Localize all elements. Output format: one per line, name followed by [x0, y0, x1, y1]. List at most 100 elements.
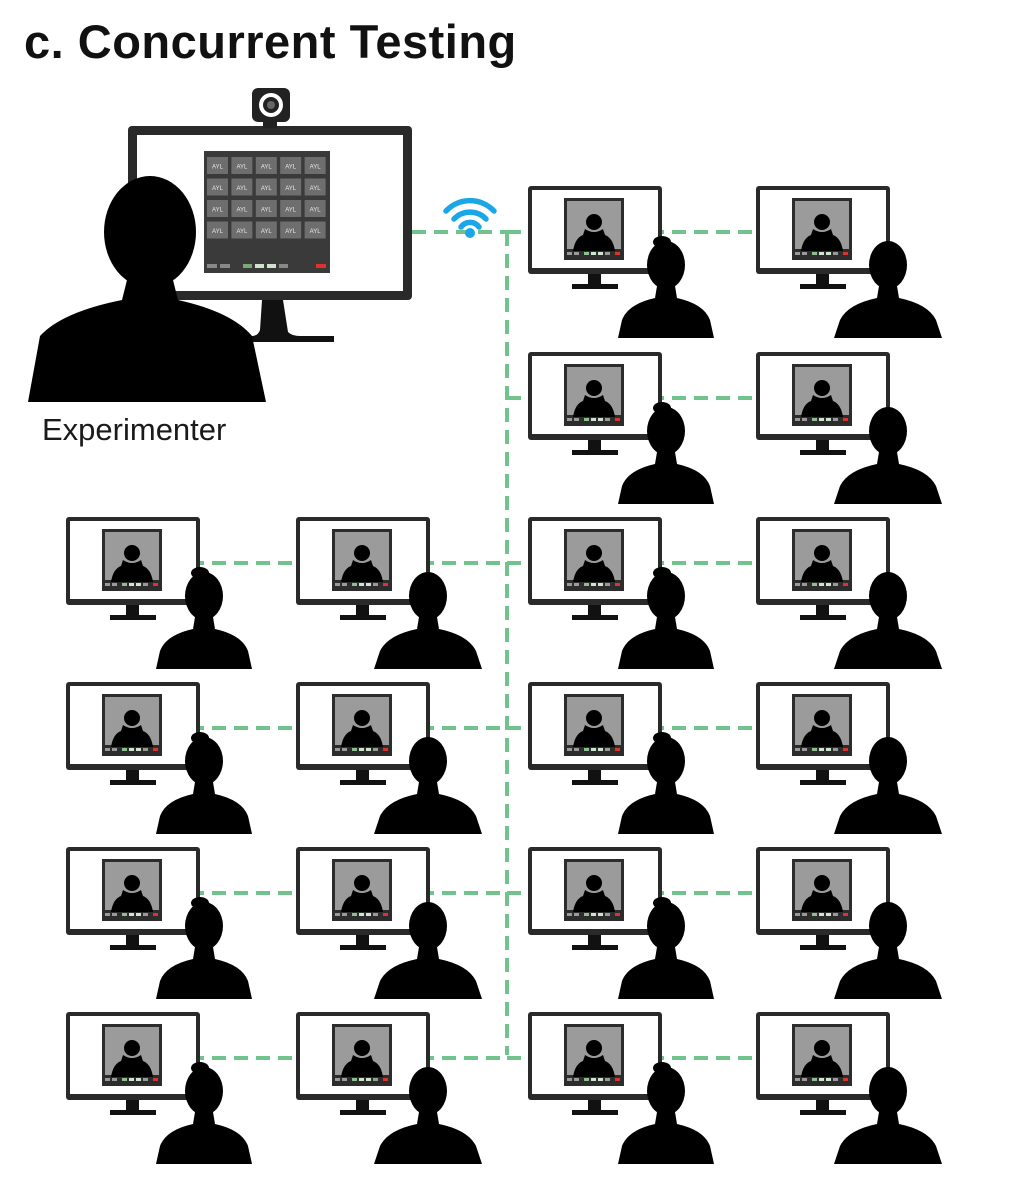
participant-station: [66, 847, 252, 999]
experimenter-grid-screen: AYL AYL AYL AYL AYL AYL AYL AYL AYL AYL AYL AYL AYL A…: [204, 151, 330, 273]
grid-cell-label: AYL: [261, 186, 273, 192]
grid-cell-label: AYL: [212, 208, 224, 214]
record-indicator: [615, 748, 620, 751]
participant-station: [66, 1012, 252, 1164]
grid-cell: [231, 200, 253, 217]
grid-cell: [304, 200, 326, 217]
grid-cell-label: AYL: [236, 229, 248, 235]
record-indicator: [153, 913, 158, 916]
record-indicator: [383, 1078, 388, 1081]
record-indicator: [153, 748, 158, 751]
grid-cell: [255, 178, 277, 196]
monitor-stand: [126, 603, 139, 617]
participant-station: [756, 517, 942, 669]
record-indicator: [843, 748, 848, 751]
grid-cell-label: AYL: [285, 165, 297, 171]
grid-cell: [280, 178, 302, 196]
monitor-base: [110, 1110, 156, 1115]
record-indicator: [153, 583, 158, 586]
record-indicator: [615, 913, 620, 916]
monitor-stand: [816, 1098, 829, 1112]
grid-cell-label: AYL: [261, 165, 273, 171]
participant-station: [296, 517, 482, 669]
monitor-base: [572, 284, 618, 289]
monitor-base: [572, 450, 618, 455]
monitor-stand: [588, 1098, 601, 1112]
experimenter-monitor-stand: [230, 300, 334, 342]
record-indicator: [383, 583, 388, 586]
monitor-base: [800, 615, 846, 620]
participant-station: [528, 186, 714, 338]
wifi-icon: [443, 197, 497, 238]
participant-station: [756, 186, 942, 338]
monitor-base: [110, 615, 156, 620]
record-indicator: [843, 913, 848, 916]
experimenter-station: AYL AYL AYL AYL AYL AYL AYL AYL AYL AYL AYL AYL AYL A…: [28, 88, 412, 402]
record-indicator: [843, 418, 848, 421]
participant-station: [66, 682, 252, 834]
grid-cell-label: AYL: [310, 186, 322, 192]
monitor-base: [800, 1110, 846, 1115]
monitor-base: [800, 284, 846, 289]
grid-cell-label: AYL: [285, 186, 297, 192]
monitor-base: [800, 780, 846, 785]
grid-cell-label: AYL: [236, 165, 248, 171]
grid-cell-label: AYL: [261, 229, 273, 235]
participant-stations: [66, 186, 942, 1164]
monitor-stand: [588, 603, 601, 617]
grid-cell: [255, 157, 277, 174]
grid-cell-label: AYL: [212, 229, 224, 235]
grid-cell: [255, 221, 277, 239]
monitor-stand: [588, 438, 601, 452]
grid-cell: [231, 221, 253, 239]
monitor-base: [572, 615, 618, 620]
experimenter-silhouette: [28, 176, 266, 402]
grid-cell-label: AYL: [285, 208, 297, 214]
participant-station: [528, 847, 714, 999]
grid-cell-label: AYL: [310, 165, 322, 171]
grid-cell: [280, 200, 302, 217]
record-indicator: [615, 418, 620, 421]
grid-cell: [231, 178, 253, 196]
grid-cell: [207, 200, 228, 217]
grid-cell-label: AYL: [212, 186, 224, 192]
grid-cell-label: AYL: [236, 186, 248, 192]
grid-cell: [280, 157, 302, 174]
monitor-base: [340, 780, 386, 785]
monitor-stand: [356, 603, 369, 617]
grid-cell: [207, 178, 228, 196]
record-indicator: [153, 1078, 158, 1081]
record-indicator: [383, 913, 388, 916]
monitor-stand: [816, 603, 829, 617]
monitor-stand: [126, 768, 139, 782]
grid-cell: [304, 221, 326, 239]
monitor-stand: [126, 1098, 139, 1112]
monitor-base: [572, 780, 618, 785]
grid-cell-label: AYL: [310, 229, 322, 235]
monitor-stand: [588, 768, 601, 782]
monitor-stand: [816, 933, 829, 947]
monitor-stand: [816, 438, 829, 452]
monitor-stand: [816, 768, 829, 782]
record-indicator: [843, 1078, 848, 1081]
monitor-stand: [356, 1098, 369, 1112]
participant-station: [528, 517, 714, 669]
grid-cell-label: AYL: [285, 229, 297, 235]
monitor-base: [572, 1110, 618, 1115]
participant-station: [528, 352, 714, 504]
record-indicator: [615, 252, 620, 255]
monitor-stand: [356, 933, 369, 947]
grid-cell: [207, 221, 228, 239]
monitor-stand: [356, 768, 369, 782]
participant-station: [296, 1012, 482, 1164]
monitor-base: [110, 780, 156, 785]
record-indicator: [843, 583, 848, 586]
monitor-base: [800, 450, 846, 455]
grid-cell-label: AYL: [236, 208, 248, 214]
monitor-stand: [126, 933, 139, 947]
grid-cell: [304, 157, 326, 174]
grid-cell-label: AYL: [261, 208, 273, 214]
participant-station: [756, 682, 942, 834]
participant-station: [66, 517, 252, 669]
